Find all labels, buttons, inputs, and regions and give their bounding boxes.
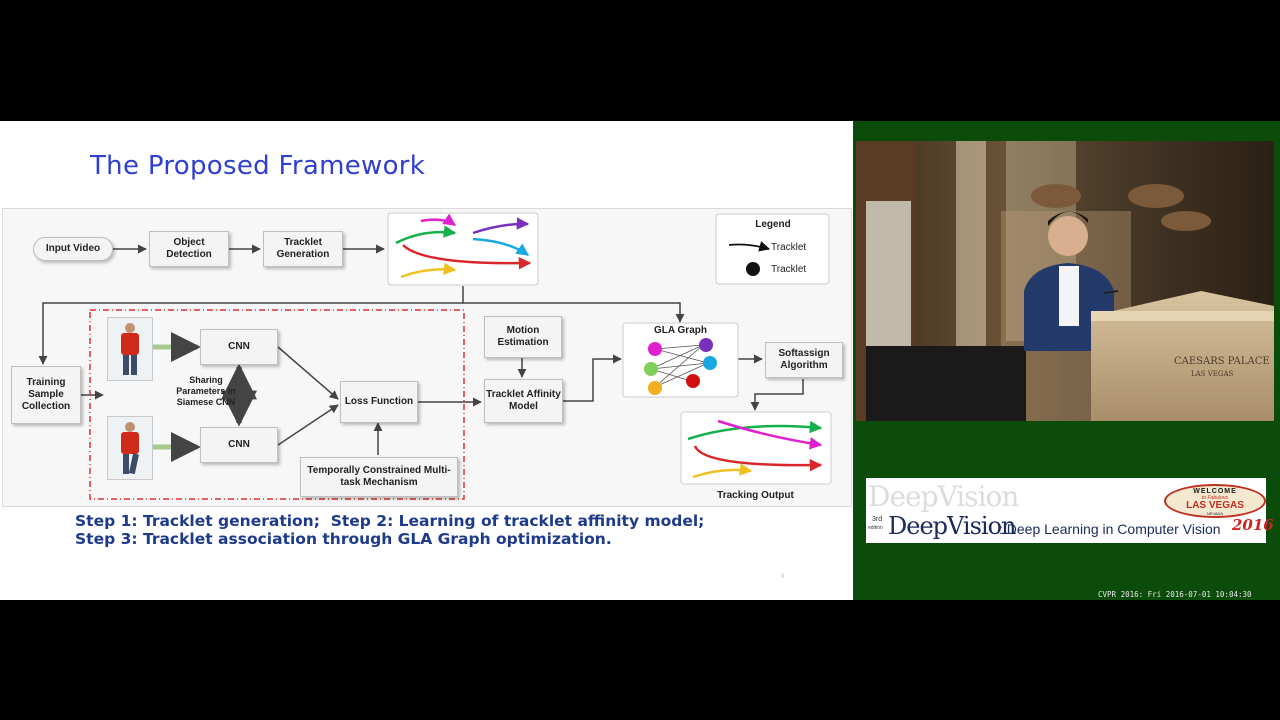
legend-tracklet-node-label: Tracklet: [771, 264, 807, 275]
banner-tagline: : Deep Learning in Computer Vision: [999, 521, 1221, 537]
cnn-bottom-node: CNN: [200, 427, 278, 463]
deepvision-banner: DeepVision 3rd edition DeepVision : Deep…: [866, 478, 1274, 543]
presentation-slide: The Proposed Framework: [0, 121, 853, 600]
steps-text: Step 1: Tracklet generation; Step 2: Lea…: [75, 512, 704, 548]
slide-title: The Proposed Framework: [90, 151, 426, 181]
framework-diagram: Input Video Object Detection Tracklet Ge…: [2, 208, 852, 507]
gla-graph-label: GLA Graph: [654, 325, 707, 336]
sign-fabulous: to Fabulous: [1201, 495, 1229, 501]
legend-tracklet-arrow-label: Tracklet: [771, 242, 807, 253]
softassign-node: Softassign Algorithm: [765, 342, 843, 378]
motion-estimation-node: Motion Estimation: [484, 316, 562, 358]
slide-page-number: 9: [781, 574, 785, 580]
podium-text-1: CAESARS PALACE: [1174, 356, 1270, 367]
sign-welcome: WELCOME: [1193, 488, 1237, 495]
sharing-parameters-label: Sharing Parameters in Siamese CNN: [176, 375, 236, 407]
training-sample-node: Training Sample Collection: [11, 366, 81, 424]
sign-las-vegas: LAS VEGAS: [1186, 500, 1244, 511]
speaker-video: CAESARS PALACE LAS VEGAS: [856, 141, 1274, 421]
banner-year: 2016: [1232, 516, 1274, 534]
loss-function-node: Loss Function: [340, 381, 418, 423]
diagram-connectors: [38, 212, 832, 500]
cnn-top-node: CNN: [200, 329, 278, 365]
person-image-top: [107, 317, 153, 381]
sign-nevada: NEVADA: [1206, 511, 1224, 516]
legend-title: Legend: [755, 219, 791, 230]
banner-faded-logo: DeepVision: [868, 480, 1019, 513]
steps-line-2: Step 3: Tracklet association through GLA…: [75, 530, 612, 548]
banner-edition-bottom: edition: [868, 525, 883, 531]
tracklet-generation-node: Tracklet Generation: [263, 231, 343, 267]
object-detection-node: Object Detection: [149, 231, 229, 267]
podium-text-2: LAS VEGAS: [1191, 370, 1234, 378]
tracking-output-label: Tracking Output: [717, 490, 794, 501]
tracklet-affinity-node: Tracklet Affinity Model: [484, 379, 563, 423]
input-video-node: Input Video: [33, 237, 113, 261]
banner-logo: DeepVision: [888, 512, 1016, 540]
banner-edition-top: 3rd: [872, 516, 883, 523]
temporal-mechanism-node: Temporally Constrained Multi-task Mechan…: [300, 457, 458, 497]
steps-line-1: Step 1: Tracklet generation; Step 2: Lea…: [75, 512, 705, 530]
timestamp: CVPR 2016: Fri 2016-07-01 10:04:30: [1098, 590, 1252, 599]
person-image-bottom: [107, 416, 153, 480]
las-vegas-sign: WELCOME to Fabulous LAS VEGAS NEVADA: [1164, 484, 1266, 518]
